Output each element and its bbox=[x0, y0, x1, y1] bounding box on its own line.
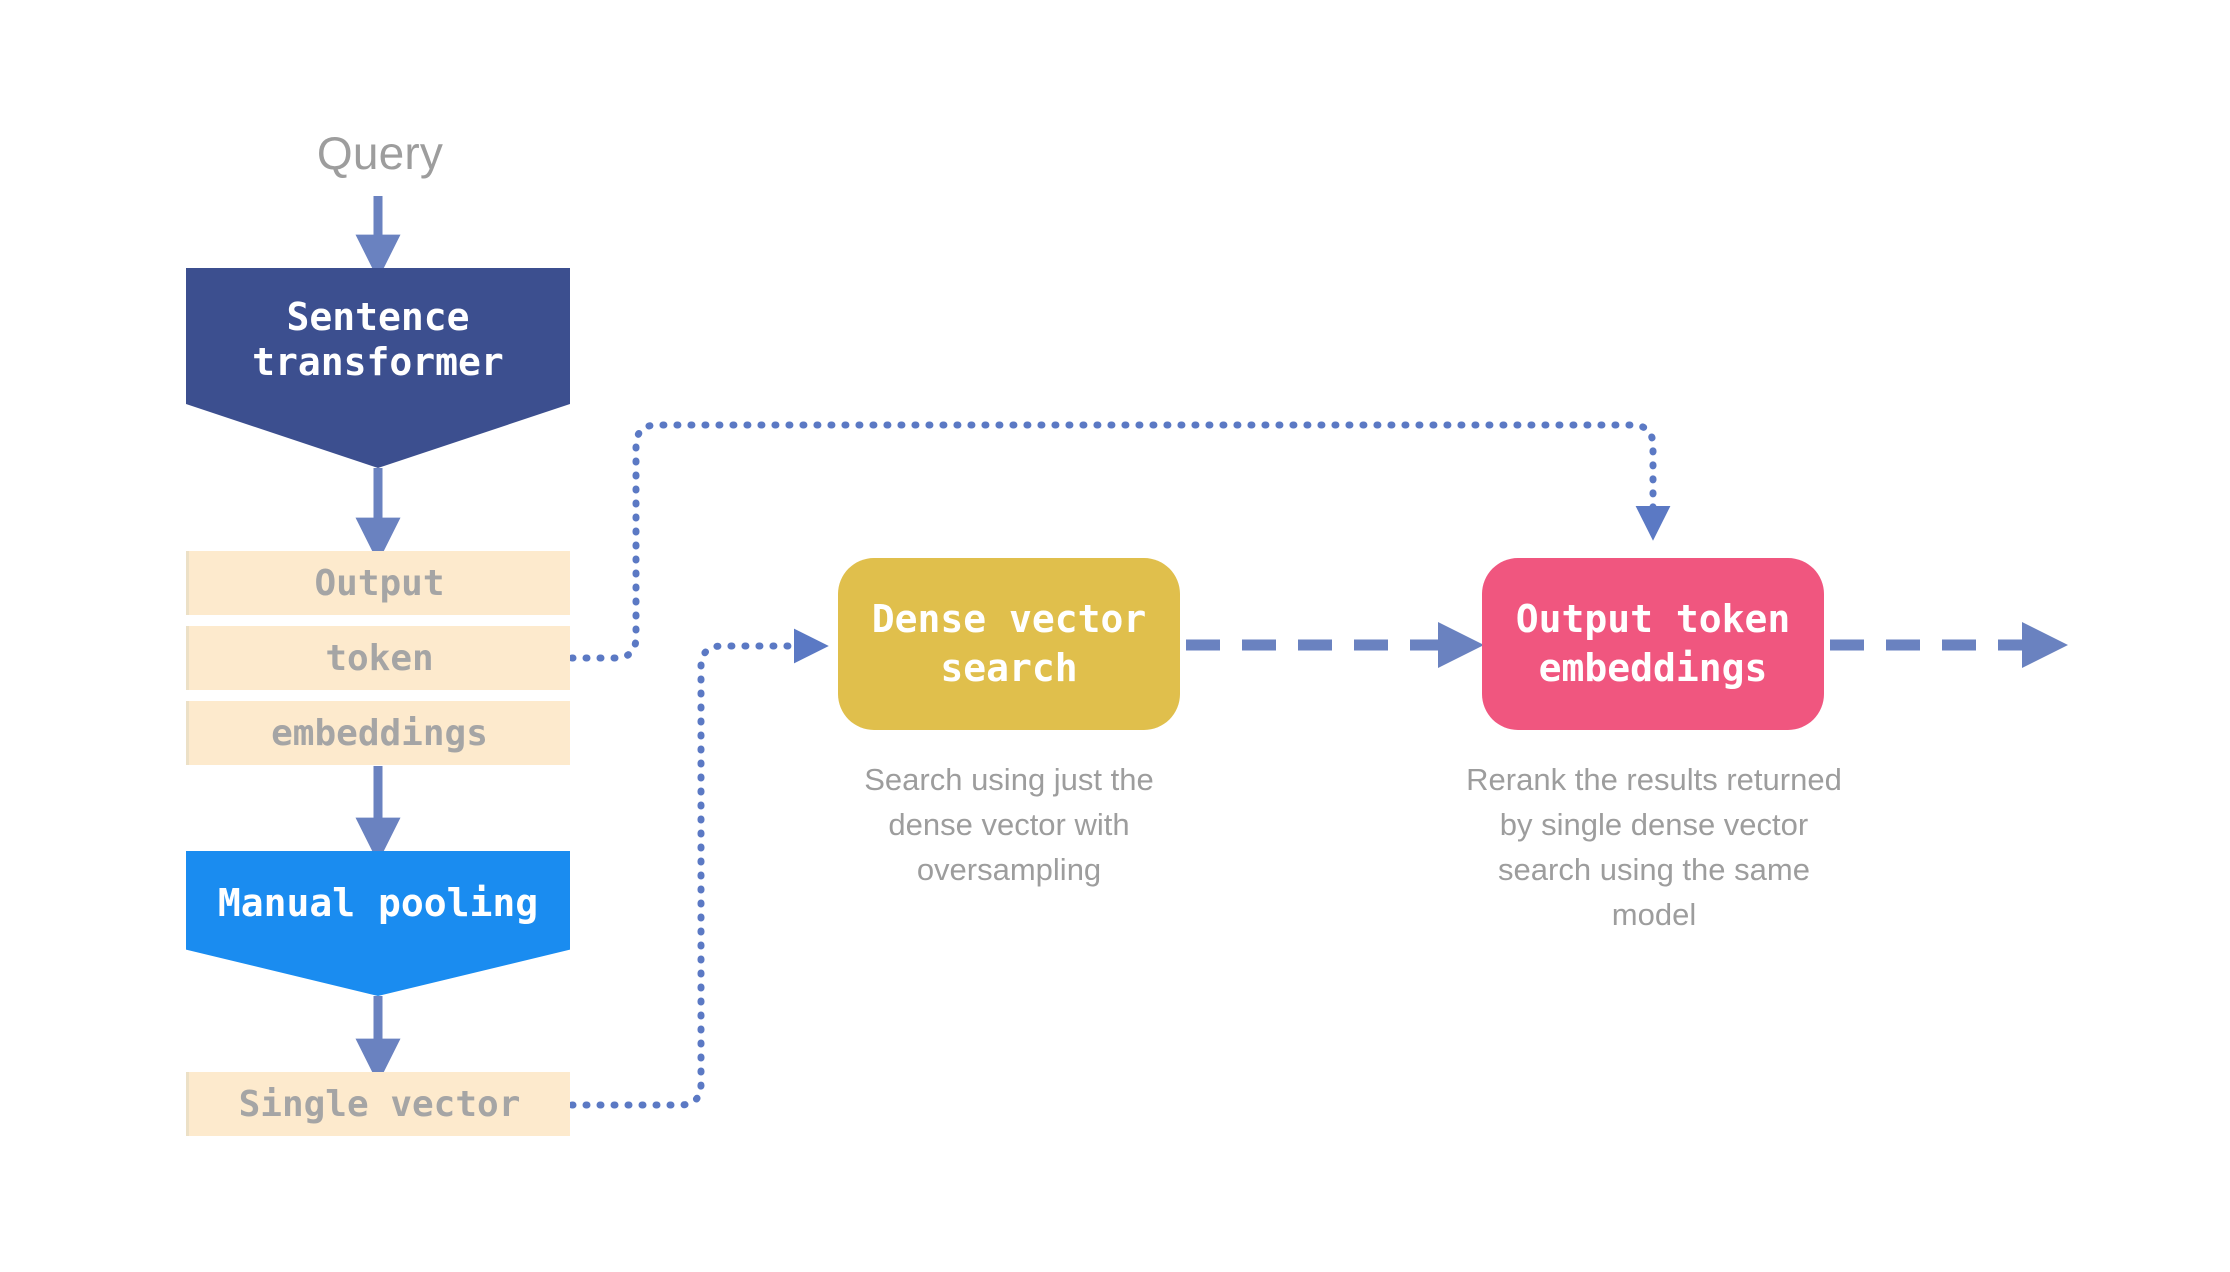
node-output-token-embeddings[interactable]: Output token embeddings bbox=[1482, 558, 1824, 730]
node-output-token-embeddings-bar-token[interactable]: token bbox=[186, 626, 570, 690]
caption-dense-vector-search: Search using just the dense vector with … bbox=[864, 762, 1154, 887]
query-label: Query bbox=[316, 127, 444, 179]
node-output-token-embeddings-bar-output[interactable]: Output bbox=[186, 551, 570, 615]
node-output-token-embeddings-bar-embeddings[interactable]: embeddings bbox=[186, 701, 570, 765]
node-sentence-transformer[interactable]: Sentence transformer bbox=[186, 268, 570, 468]
node-dense-vector-search[interactable]: Dense vector search bbox=[838, 558, 1180, 730]
caption-output-token-embeddings: Rerank the results returned by single de… bbox=[1466, 762, 1842, 932]
edge-single-vector-to-dense-vector-search bbox=[568, 628, 829, 1109]
node-manual-pooling[interactable]: Manual pooling bbox=[186, 851, 570, 996]
node-single-vector[interactable]: Single vector bbox=[186, 1072, 570, 1136]
